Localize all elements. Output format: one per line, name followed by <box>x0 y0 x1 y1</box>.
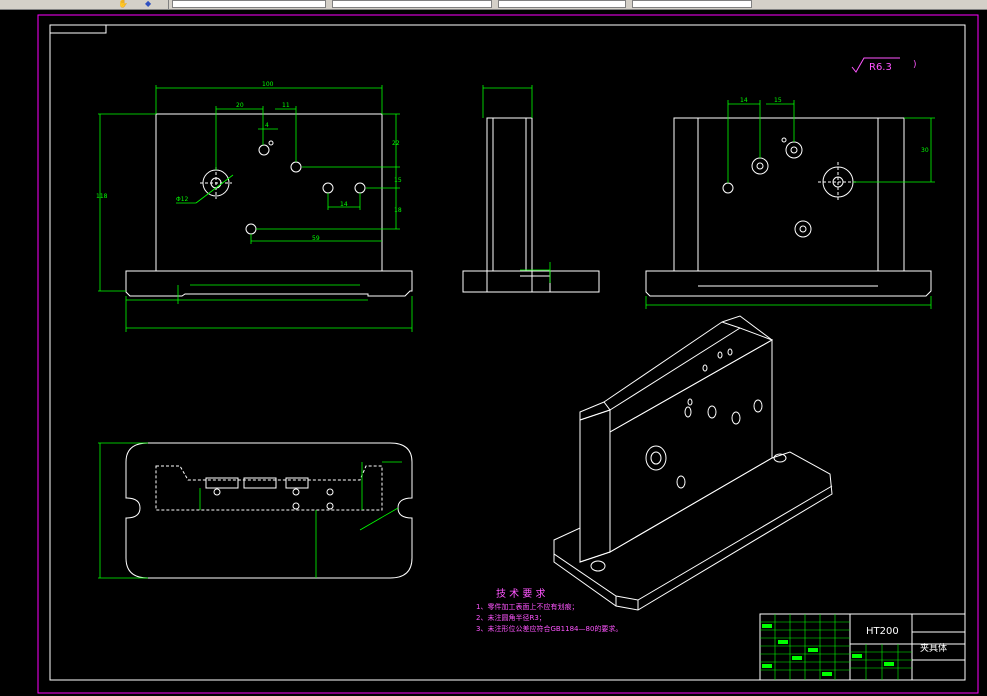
right-view <box>645 117 932 297</box>
isometric-view <box>553 315 833 611</box>
toolbar-dropdown-3[interactable] <box>498 0 626 8</box>
svg-text:14: 14 <box>340 201 348 208</box>
svg-text:Φ12: Φ12 <box>176 196 189 203</box>
hand-icon[interactable]: ✋ <box>118 0 128 8</box>
sheet-inner-frame <box>49 24 966 681</box>
svg-text:118: 118 <box>96 193 108 200</box>
title-block: HT200 夹具体 <box>759 613 966 681</box>
toolbar-dropdown-2[interactable] <box>332 0 492 8</box>
material-text: HT200 <box>866 626 899 637</box>
front-view-dim-text: 100 20 11 4 22 15 18 14 59 118 Φ12 <box>96 81 402 242</box>
surface-finish-symbol: R6.3 ) <box>851 57 917 73</box>
front-view <box>125 113 413 297</box>
svg-text:4: 4 <box>265 122 269 129</box>
tech-note-1: 1、零件加工表面上不应有划痕； <box>476 602 578 611</box>
top-view-dimensions <box>98 442 402 579</box>
svg-text:30: 30 <box>921 147 929 154</box>
right-view-dim-text: 14 15 30 <box>740 97 929 154</box>
technical-requirements: 技 术 要 求 1、零件加工表面上不应有划痕； 2、未注圆角半径R3； 3、未注… <box>476 587 622 633</box>
tech-note-3: 3、未注形位公差应符合GB1184—80的要求。 <box>476 624 622 633</box>
toolbar: ✋ ◆ <box>0 0 987 10</box>
toolbar-dropdown-1[interactable] <box>172 0 326 8</box>
toolbar-separator <box>168 0 169 9</box>
svg-text:14: 14 <box>740 97 748 104</box>
front-view-dimensions <box>98 85 413 332</box>
side-view-dimensions <box>482 85 551 283</box>
side-view <box>462 117 600 293</box>
tech-note-2: 2、未注圆角半径R3； <box>476 613 546 622</box>
drawing-canvas[interactable]: R6.3 ) <box>0 9 987 696</box>
sheet-outer-frame <box>37 14 979 694</box>
toolbar-dropdown-4[interactable] <box>632 0 752 8</box>
svg-text:59: 59 <box>312 235 320 242</box>
right-view-dimensions <box>645 100 935 309</box>
svg-text:11: 11 <box>282 102 290 109</box>
shield-icon[interactable]: ◆ <box>145 0 152 8</box>
svg-text:15: 15 <box>774 97 782 104</box>
tech-requirements-title: 技 术 要 求 <box>496 587 546 600</box>
svg-text:100: 100 <box>262 81 274 88</box>
svg-text:15: 15 <box>394 177 402 184</box>
svg-text:22: 22 <box>392 140 400 147</box>
svg-text:18: 18 <box>394 207 402 214</box>
surface-finish-text: R6.3 <box>869 62 892 73</box>
surface-finish-suffix: ) <box>913 60 917 70</box>
corner-tag-box <box>49 24 107 34</box>
part-name-text: 夹具体 <box>920 642 947 654</box>
svg-text:20: 20 <box>236 102 244 109</box>
top-view <box>125 442 413 579</box>
